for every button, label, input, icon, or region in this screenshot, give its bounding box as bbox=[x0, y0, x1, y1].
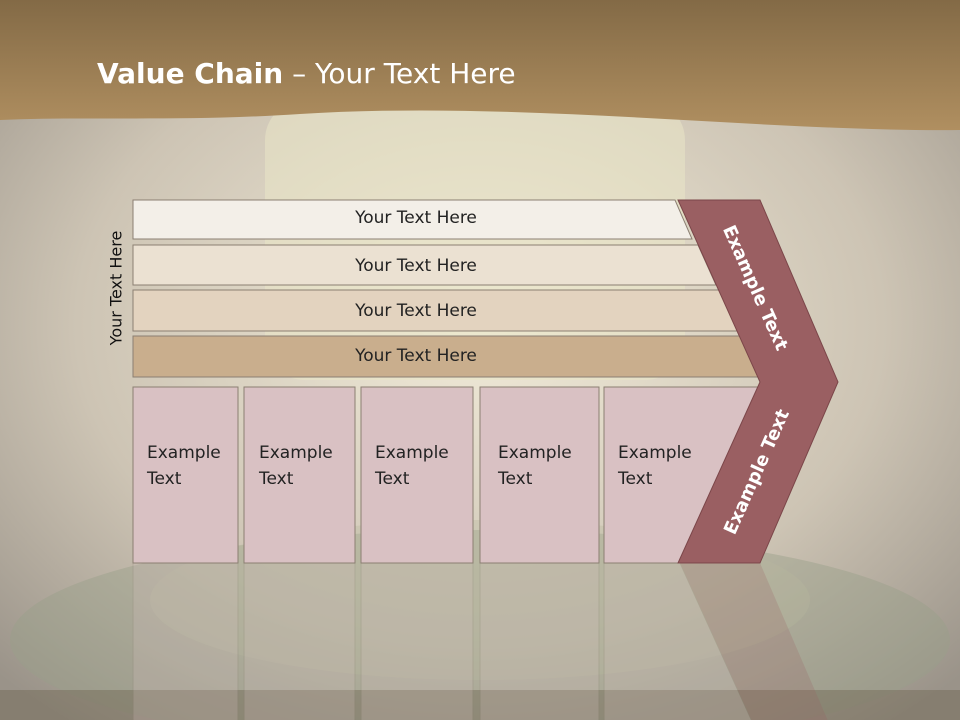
header-band bbox=[0, 0, 960, 131]
box-1 bbox=[132, 386, 239, 564]
box-4 bbox=[479, 386, 600, 564]
row-4-label: Your Text Here bbox=[355, 346, 477, 366]
row-1-label: Your Text Here bbox=[355, 208, 477, 228]
row-1 bbox=[132, 199, 693, 240]
row-3-label: Your Text Here bbox=[355, 301, 477, 321]
box-2 bbox=[243, 386, 356, 564]
slide-title: Value Chain – Your Text Here bbox=[97, 57, 516, 90]
box-3 bbox=[360, 386, 474, 564]
chevron-arrow bbox=[677, 199, 839, 564]
row-2-label: Your Text Here bbox=[355, 256, 477, 276]
